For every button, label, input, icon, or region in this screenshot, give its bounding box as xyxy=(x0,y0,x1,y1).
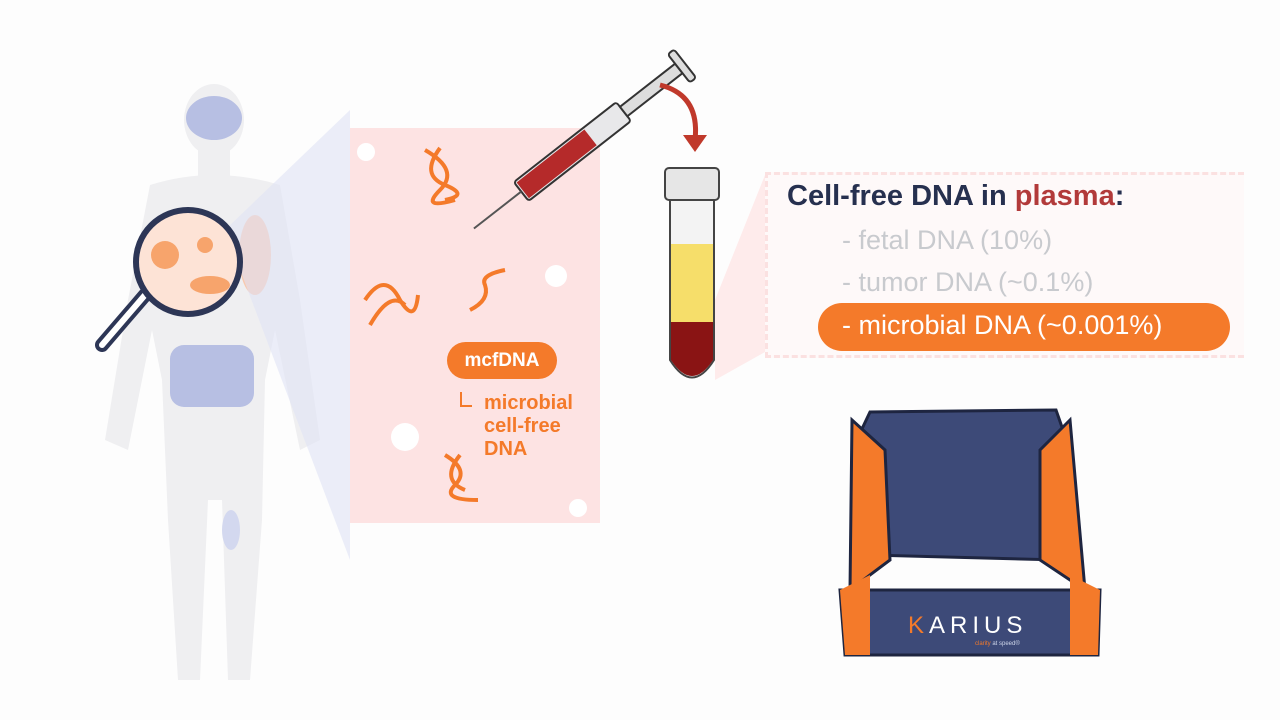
list-item-microbial-highlight: - microbial DNA (~0.001%) xyxy=(818,303,1230,351)
magnifier-icon xyxy=(95,207,243,352)
abdomen-organ xyxy=(170,345,254,407)
callout-title: Cell-free DNA in plasma: xyxy=(787,180,1124,213)
list-item-fetal: - fetal DNA (10%) xyxy=(842,225,1053,255)
mcfdna-definition: microbial cell-free DNA xyxy=(484,392,573,461)
definition-line: DNA xyxy=(484,438,528,460)
list-item-tumor: - tumor DNA (~0.1%) xyxy=(842,267,1094,297)
logo-k: K xyxy=(908,612,930,639)
tagline-accent: clarity xyxy=(975,641,991,647)
list-item-microbial: - microbial DNA (~0.001%) xyxy=(842,310,1163,340)
hook-connector xyxy=(460,392,472,407)
zoom-beam xyxy=(225,110,350,560)
title-accent: plasma xyxy=(1014,180,1115,212)
title-text: Cell-free DNA in xyxy=(787,180,1015,212)
blood-tube-icon xyxy=(664,167,765,380)
syringe-icon xyxy=(473,49,696,230)
knee-joint-icon xyxy=(222,510,240,550)
plasma-cells xyxy=(357,143,587,517)
mcfdna-badge: mcfDNA xyxy=(447,342,557,379)
dna-strand-icons xyxy=(363,146,506,502)
definition-line: microbial xyxy=(484,392,573,414)
karius-logo: KARIUS xyxy=(908,612,1027,640)
brain-icon xyxy=(186,96,242,140)
plasma-panel xyxy=(350,128,600,523)
arrow-icon xyxy=(659,82,699,141)
logo-rest: ARIUS xyxy=(929,612,1028,639)
tagline-rest: at speed® xyxy=(990,641,1020,647)
karius-tagline: clarity at speed® xyxy=(975,641,1020,647)
title-colon: : xyxy=(1114,180,1125,212)
karius-kit-box xyxy=(838,408,1102,657)
definition-line: cell-free xyxy=(484,415,561,437)
